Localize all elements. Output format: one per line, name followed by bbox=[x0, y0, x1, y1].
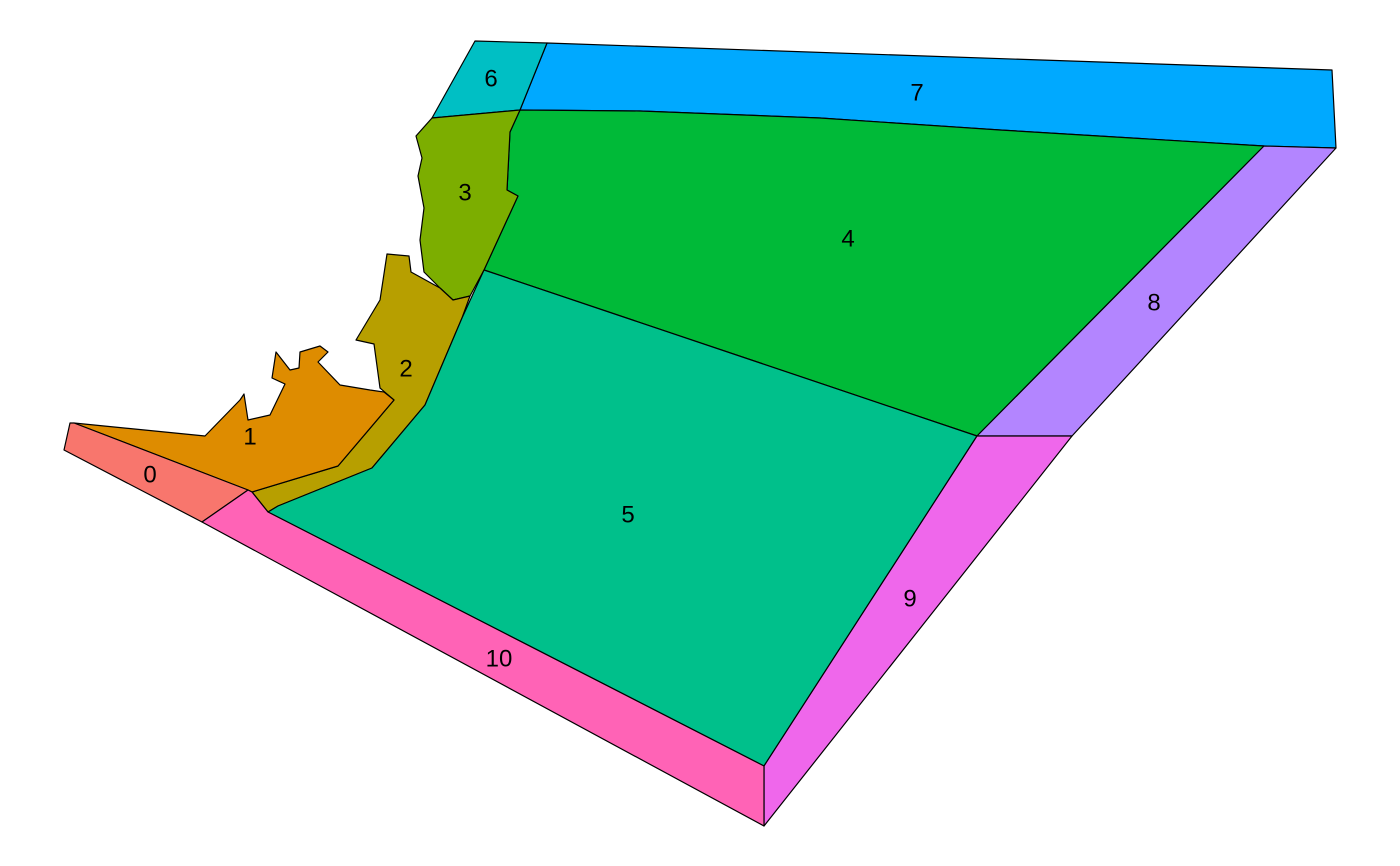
region-6-label: 6 bbox=[484, 65, 497, 92]
region-5-label: 5 bbox=[621, 501, 634, 528]
region-8-label: 8 bbox=[1147, 289, 1160, 316]
region-1-label: 1 bbox=[243, 423, 256, 450]
region-1-shape[interactable] bbox=[73, 345, 395, 493]
region-9-label: 9 bbox=[903, 585, 916, 612]
region-10-label: 10 bbox=[486, 645, 513, 672]
region-7-label: 7 bbox=[910, 79, 923, 106]
region-4-label: 4 bbox=[841, 225, 854, 252]
region-10-shape[interactable] bbox=[201, 489, 765, 827]
region-0-label: 0 bbox=[143, 461, 156, 488]
region-3-label: 3 bbox=[458, 179, 471, 206]
region-2-label: 2 bbox=[399, 355, 412, 382]
